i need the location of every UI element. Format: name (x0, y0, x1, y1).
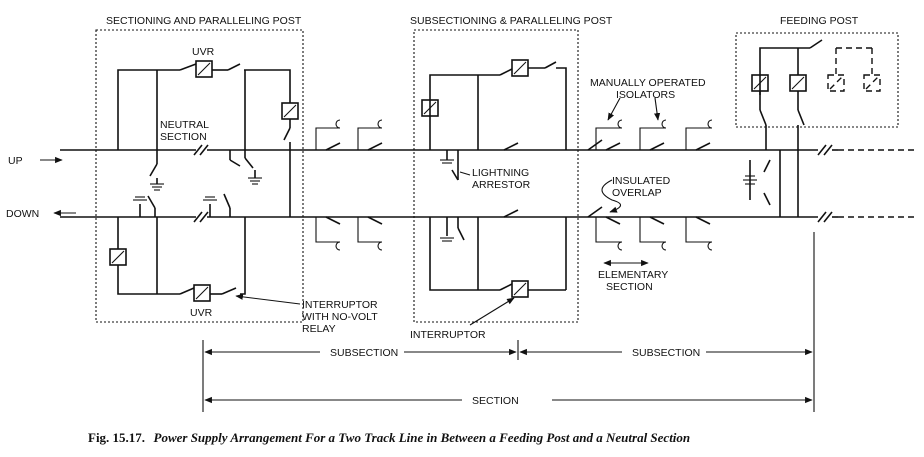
isolators-left (315, 119, 383, 251)
dimension-lines (202, 232, 815, 412)
manual-isolators-label-1: MANUALLY OPERATED (590, 77, 706, 89)
subsectioning-post-boundary (413, 29, 579, 323)
elementary-section-label-1: ELEMENTARY (598, 269, 668, 281)
section-label: SECTION (472, 395, 519, 407)
lightning-label-2: ARRESTOR (472, 179, 531, 191)
figure-caption: Fig. 15.17. Power Supply Arrangement For… (88, 429, 690, 446)
up-label: UP (8, 155, 23, 167)
interruptor-novolt-label-2: WITH NO-VOLT (302, 311, 378, 323)
neutral-section-label-1: NEUTRAL (160, 119, 209, 131)
subsectioning-post-label: SUBSECTIONING & PARALLELING POST (410, 15, 613, 27)
down-label: DOWN (6, 208, 39, 220)
sectioning-post-boundary (95, 29, 304, 323)
figure-number: Fig. 15.17. (88, 430, 145, 445)
sectioning-post-circuit (109, 60, 299, 302)
neutral-section-label-2: SECTION (160, 131, 207, 143)
figure-caption-text: Power Supply Arrangement For a Two Track… (154, 430, 691, 445)
lightning-label-1: LIGHTNING (472, 167, 529, 179)
feeding-post-circuit (743, 39, 881, 223)
isolators-right (587, 119, 713, 251)
interruptor-novolt-label-1: INTERRUPTOR (302, 299, 378, 311)
elementary-section-label-2: SECTION (606, 281, 653, 293)
interruptor-novolt-label-3: RELAY (302, 323, 336, 335)
subsectioning-post-circuit (421, 59, 567, 298)
feeding-post-boundary (735, 32, 899, 128)
uvr-bottom-label: UVR (190, 307, 213, 319)
interruptor-label: INTERRUPTOR (410, 329, 486, 341)
manual-isolators-label-2: ISOLATORS (616, 89, 675, 101)
sectioning-post-label: SECTIONING AND PARALLELING POST (106, 15, 302, 27)
uvr-top-label: UVR (192, 46, 215, 58)
insulated-overlap-label-1: INSULATED (612, 175, 671, 187)
subsection-right-label: SUBSECTION (632, 347, 700, 359)
subsection-left-label: SUBSECTION (330, 347, 398, 359)
feeding-post-label: FEEDING POST (780, 15, 859, 27)
leader-lines (235, 97, 661, 326)
insulated-overlap-label-2: OVERLAP (612, 187, 662, 199)
